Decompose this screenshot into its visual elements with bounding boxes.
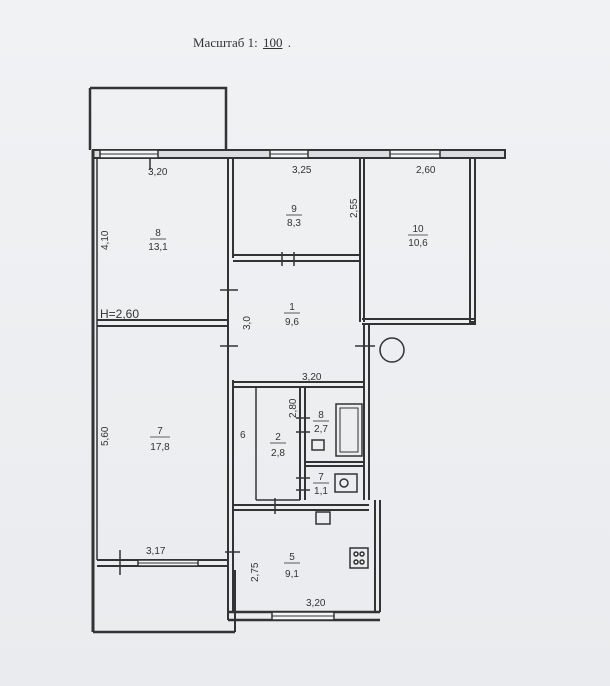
stove (349, 547, 369, 569)
toilet-area: 1,1 (314, 486, 328, 497)
room10-left-wall (359, 158, 365, 322)
room-7-num: 7 (157, 426, 163, 437)
sink-bath (311, 439, 325, 451)
room-1-area: 9,6 (285, 317, 299, 328)
wall-9-bottom (233, 254, 360, 262)
dim-560: 5,60 (100, 426, 111, 446)
fixtures (311, 337, 405, 569)
windows (99, 149, 441, 621)
dim-255: 2,55 (349, 198, 360, 218)
bathtub (335, 403, 363, 457)
dim-6: 6 (240, 430, 246, 441)
room-9-num: 9 (291, 204, 297, 215)
bath-toilet-wall (305, 461, 364, 467)
room-2-area: 2,8 (271, 448, 285, 459)
ceiling-height: H=2,60 (100, 307, 139, 321)
room2-right-wall (299, 387, 306, 500)
room-10-area: 10,6 (408, 238, 428, 249)
room-2-num: 2 (275, 432, 281, 443)
room-8-area: 13,1 (148, 242, 168, 253)
room10-right-wall (469, 158, 476, 323)
door-marks (119, 158, 375, 575)
scale-label: Масштаб 1: (193, 35, 258, 50)
room1-left-wall (227, 261, 234, 620)
dim-280: 2,80 (288, 398, 299, 418)
scale-value: 100 (262, 35, 283, 50)
room-7-area: 17,8 (150, 442, 170, 453)
room10-bottom-wall (362, 318, 476, 325)
room-10-num: 10 (412, 224, 424, 235)
dim-320-bot: 3,20 (306, 598, 326, 609)
bath-num: 8 (318, 410, 324, 421)
scale-caption: Масштаб 1: 100 . (193, 35, 291, 51)
room1-bottom-wall (233, 381, 364, 388)
wall-8-7 (97, 319, 228, 327)
dim-325: 3,25 (292, 165, 312, 176)
dim-275: 2,75 (250, 562, 261, 582)
scale-suffix: . (287, 35, 291, 50)
dim-30: 3,0 (242, 316, 253, 330)
balcony-top (90, 86, 228, 150)
bath-area: 2,7 (314, 424, 328, 435)
room1-right-wall (363, 324, 370, 500)
toilet (334, 473, 358, 493)
room-1-num: 1 (289, 302, 295, 313)
kitchen-top-wall (233, 504, 369, 511)
toilet-num: 7 (318, 472, 324, 483)
dim-317: 3,17 (146, 546, 166, 557)
riser-circle (379, 337, 405, 363)
room-8-num: 8 (155, 228, 161, 239)
dim-320-top: 3,20 (148, 167, 168, 178)
dim-410: 4,10 (100, 230, 111, 250)
kitchen-sink (315, 511, 331, 525)
kitchen-right-wall (374, 500, 381, 612)
dim-260: 2,60 (416, 165, 436, 176)
kitchen-num: 5 (289, 552, 295, 563)
kitchen-area: 9,1 (285, 569, 299, 580)
room-9-area: 8,3 (287, 218, 301, 229)
dim-320-mid: 3,20 (302, 372, 322, 383)
